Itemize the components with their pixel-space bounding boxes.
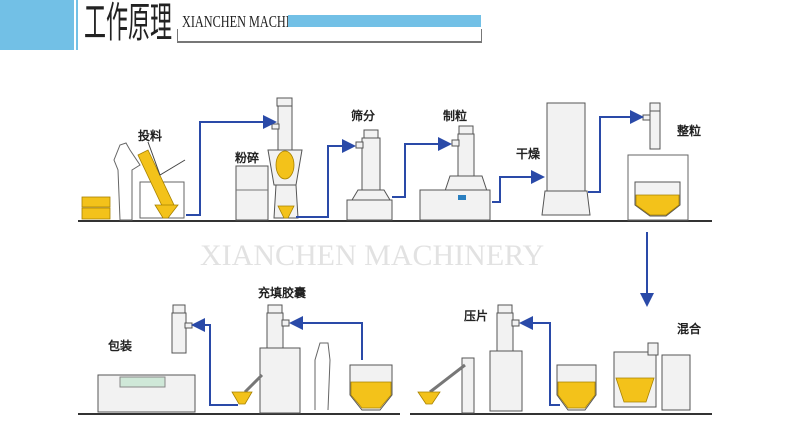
step-label-tableting: 压片 bbox=[464, 308, 488, 323]
step-label-drying: 干燥 bbox=[516, 146, 541, 161]
flow-arrows bbox=[186, 110, 654, 406]
granulator bbox=[419, 125, 491, 221]
capsule-filler bbox=[231, 304, 331, 414]
ibc-bin-right bbox=[556, 364, 597, 411]
flow-arrow-feed-to-mill bbox=[186, 115, 277, 216]
header-bar bbox=[288, 15, 481, 27]
tablet-press bbox=[417, 304, 523, 414]
feeding-station bbox=[81, 141, 186, 221]
flow-arrow-bin-to-capsule bbox=[289, 316, 363, 360]
flow-arrow-mill-to-sieve bbox=[296, 139, 356, 218]
header-frame bbox=[177, 29, 482, 43]
step-label-mixing: 混合 bbox=[677, 321, 702, 336]
header-accent-block bbox=[0, 0, 74, 50]
dryer bbox=[541, 102, 591, 216]
step-label-granulating: 制粒 bbox=[443, 108, 467, 123]
flow-arrow-sieve-to-granulator bbox=[392, 137, 452, 198]
step-label-feeding: 投料 bbox=[138, 128, 162, 143]
step-label-sieving: 筛分 bbox=[351, 108, 375, 123]
company-name: XIANCHEN MACHINERY bbox=[182, 12, 323, 31]
step-label-capsule-filling: 充填胶囊 bbox=[258, 285, 307, 300]
flow-arrow-bin-to-press bbox=[519, 316, 560, 406]
sieving-machine bbox=[346, 129, 393, 221]
packaging-machine bbox=[97, 304, 196, 413]
watermark: XIANCHEN MACHINERY bbox=[200, 239, 544, 272]
crushing-mill bbox=[235, 97, 303, 221]
mixer bbox=[613, 342, 691, 411]
header-divider bbox=[76, 0, 78, 50]
step-label-sizing: 整粒 bbox=[676, 123, 701, 138]
ibc-bin-left bbox=[349, 364, 393, 411]
step-label-packaging: 包装 bbox=[107, 338, 132, 353]
flow-arrow-capsule-to-packaging bbox=[191, 318, 238, 406]
flow-arrow-dryer-to-sizing bbox=[588, 110, 644, 193]
page-title: 工作原理 bbox=[84, 1, 173, 49]
step-label-crushing: 粉碎 bbox=[235, 150, 259, 165]
sizing-machine bbox=[627, 102, 689, 221]
flow-arrow-granulator-to-dryer bbox=[492, 170, 545, 203]
